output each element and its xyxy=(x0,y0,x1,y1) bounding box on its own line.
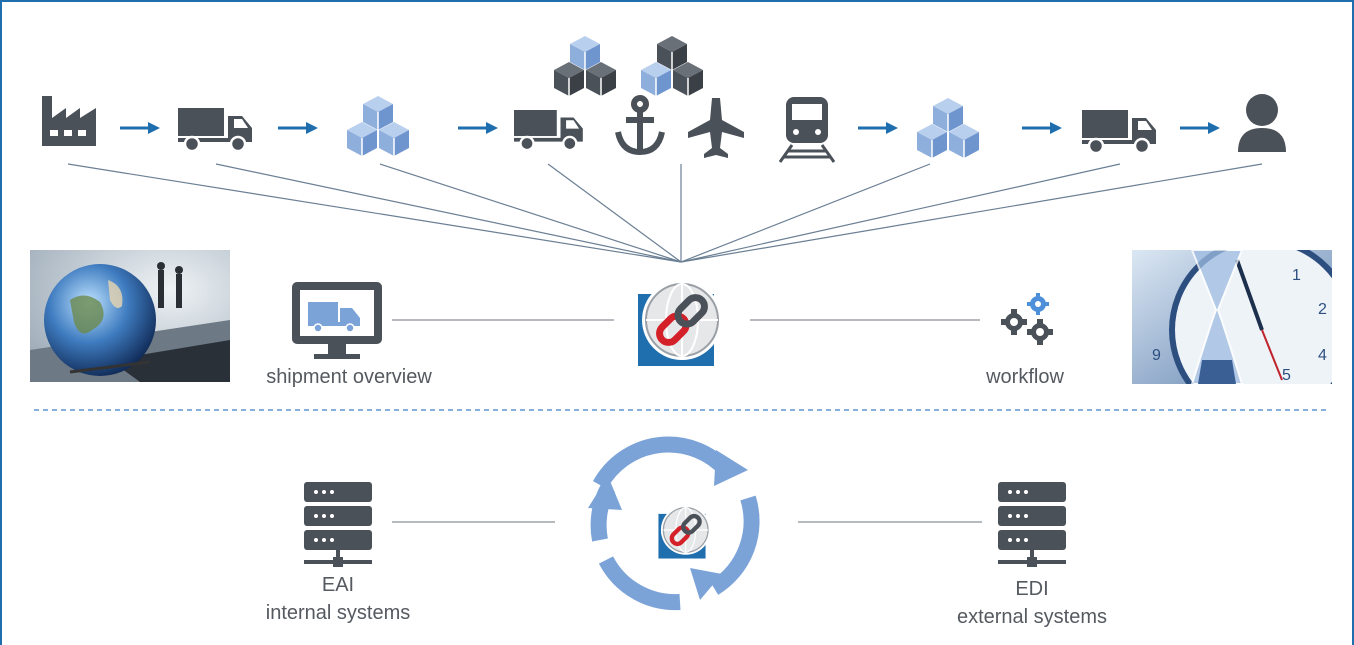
svg-text:9: 9 xyxy=(1152,347,1161,364)
shipment-overview-label: shipment overview xyxy=(266,366,432,388)
boxes-icon xyxy=(917,98,979,158)
flow-arrow xyxy=(456,120,500,136)
svg-text:1: 1 xyxy=(1292,267,1301,284)
connector-lines xyxy=(67,163,1263,263)
truck-icon xyxy=(512,108,584,152)
boxes-icon xyxy=(347,96,409,156)
gears-icon xyxy=(1001,293,1053,345)
anchor-icon xyxy=(615,95,665,156)
airplane-icon xyxy=(688,98,744,158)
boxes-icon xyxy=(641,36,703,96)
internal-systems-label: internal systems xyxy=(265,602,411,624)
flow-arrow xyxy=(1020,120,1064,136)
truck-icon xyxy=(176,106,254,153)
boxes-icon xyxy=(554,36,616,96)
monitor-truck-icon xyxy=(292,282,382,359)
factory-icon xyxy=(42,96,96,146)
svg-text:2: 2 xyxy=(1318,301,1327,318)
globe-photo xyxy=(30,250,230,382)
server-icon xyxy=(304,482,372,567)
eai-label: EAI xyxy=(321,574,355,596)
svg-text:5: 5 xyxy=(1282,367,1291,384)
edi-label: EDI xyxy=(1015,578,1049,600)
workflow-label: workflow xyxy=(986,366,1064,388)
sync-cycle-icon xyxy=(588,436,760,611)
flow-arrow xyxy=(276,120,320,136)
truck-icon xyxy=(1080,108,1158,155)
train-icon xyxy=(778,97,836,163)
flow-arrow xyxy=(1178,120,1222,136)
external-systems-label: external systems xyxy=(956,606,1108,628)
platform-logo xyxy=(658,505,710,558)
svg-text:4: 4 xyxy=(1318,347,1327,364)
person-icon xyxy=(1238,94,1286,152)
server-icon xyxy=(998,482,1066,567)
flow-arrow xyxy=(118,120,162,136)
platform-logo xyxy=(638,280,722,366)
flow-arrow xyxy=(856,120,900,136)
